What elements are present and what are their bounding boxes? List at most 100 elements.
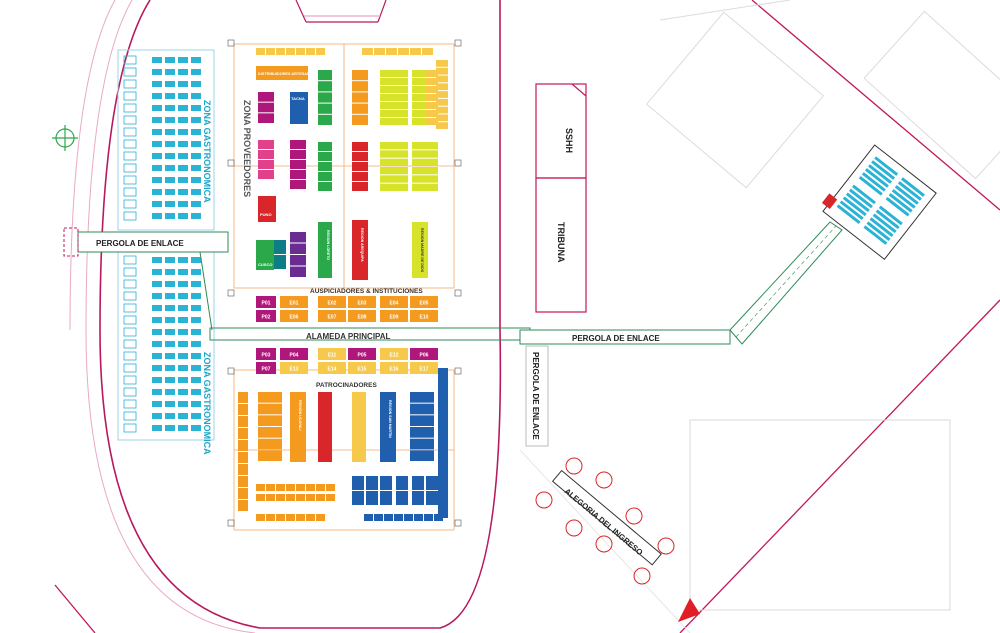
gastro-table [178, 57, 188, 63]
stand-small [306, 514, 315, 521]
stands-lower [238, 392, 438, 511]
stand [426, 70, 438, 77]
gastro-table [191, 305, 201, 311]
gastro-table [165, 365, 175, 371]
stand [426, 183, 438, 191]
gastro-table [191, 401, 201, 407]
stand-small [306, 48, 315, 55]
stand [352, 152, 368, 161]
stand [396, 491, 408, 505]
region-label-3: REGION MADRE DE DIOS [420, 228, 424, 273]
stand [258, 92, 274, 102]
stand-small [266, 48, 275, 55]
gastro-kiosk [123, 375, 137, 385]
stand-small [384, 514, 393, 521]
gastro-table [165, 281, 175, 287]
stand [380, 175, 394, 183]
gastro-table [152, 353, 162, 359]
gastro-table [191, 257, 201, 263]
gastro-kiosk [123, 67, 137, 77]
stand [290, 150, 306, 159]
sponsor-stand [256, 310, 276, 322]
pavilion-seat-row [888, 193, 913, 213]
stand [318, 103, 332, 114]
distribuidores-block [256, 66, 308, 80]
stand [380, 167, 394, 175]
gastro-table [178, 213, 188, 219]
cusco-label: CUSCO [258, 262, 272, 267]
gastro-table [152, 165, 162, 171]
gastro-table [191, 377, 201, 383]
gastro-kiosk [123, 139, 137, 149]
sponsor-stand-code: E04 [390, 301, 399, 307]
stand [380, 158, 394, 166]
stand-small [364, 514, 373, 521]
pavilion-seat-row [866, 221, 891, 241]
stand [436, 98, 448, 106]
running-track [69, 0, 502, 633]
plaza-planter [657, 537, 675, 555]
stand [412, 142, 426, 150]
sponsor-stand [410, 348, 438, 360]
grid-marker [454, 519, 462, 527]
stand [426, 175, 438, 183]
gastro-table [165, 105, 175, 111]
grid-marker [454, 367, 462, 375]
grid-marker [227, 289, 235, 297]
pavilion [821, 144, 937, 261]
gastro-table [165, 377, 175, 383]
gastro-table [165, 93, 175, 99]
stand [412, 70, 426, 77]
gastro-table [191, 165, 201, 171]
stand [366, 476, 378, 490]
sponsor-stand [318, 362, 346, 374]
gastro-table [165, 425, 175, 431]
gastro-table [178, 81, 188, 87]
stand-small [276, 514, 285, 521]
sponsor-stand-code: E01 [290, 301, 299, 307]
stand [380, 78, 394, 85]
stand-small [266, 514, 275, 521]
stand [258, 415, 270, 426]
tribuna-label: TRIBUNA [556, 222, 566, 263]
pavilion-seat-row [845, 192, 870, 213]
gastro-table [191, 57, 201, 63]
grid-marker [454, 39, 462, 47]
sponsor-stand [280, 310, 308, 322]
stand [422, 427, 434, 438]
stand [412, 158, 426, 166]
grid-corner-markers [227, 39, 462, 527]
sponsor-stand-code: E02 [328, 301, 337, 307]
stand [380, 94, 394, 101]
stand [258, 427, 270, 438]
stand [412, 175, 426, 183]
stand [238, 428, 248, 439]
stand [270, 438, 282, 450]
gastro-table [152, 317, 162, 323]
gastro-table [191, 365, 201, 371]
stand [394, 150, 408, 158]
stand [238, 488, 248, 499]
sponsor-stand-code: P03 [262, 353, 271, 359]
gastro-table [165, 129, 175, 135]
stand [422, 415, 434, 426]
stand [352, 162, 368, 171]
gastro-table [152, 377, 162, 383]
sponsor-stand [380, 362, 408, 374]
stand [410, 427, 422, 438]
stand [412, 476, 424, 490]
sponsor-stand [380, 296, 408, 308]
zona-gastronomica-bottom-label: ZONA GASTRONOMICA [202, 352, 212, 455]
stand [290, 243, 306, 254]
gastro-table [178, 341, 188, 347]
gastro-table [152, 93, 162, 99]
stand [436, 114, 448, 122]
pavilion-seat-row [872, 213, 897, 234]
gastro-table [152, 201, 162, 207]
stand-small [266, 484, 275, 491]
gastro-kiosk [123, 79, 137, 89]
gastro-kiosk [123, 255, 137, 265]
gastro-table [191, 269, 201, 275]
gastro-table [152, 341, 162, 347]
